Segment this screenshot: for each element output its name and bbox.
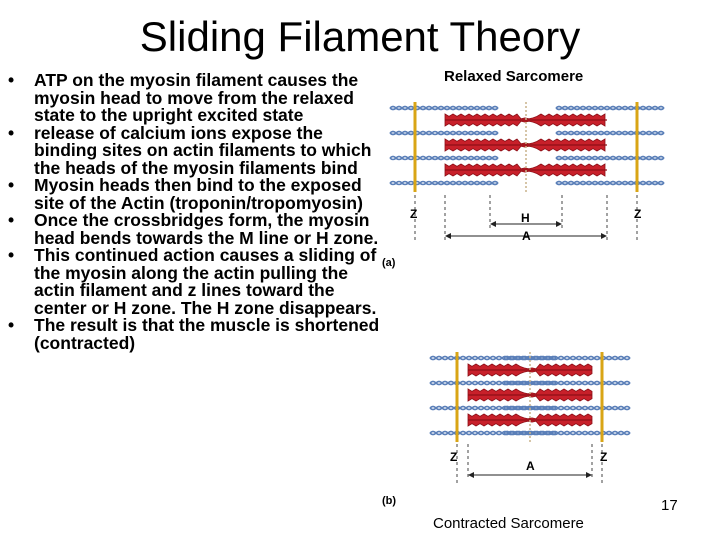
actin-strand bbox=[389, 106, 499, 111]
actin-strand bbox=[555, 181, 665, 186]
actin-strand bbox=[389, 156, 499, 161]
sarcomere-diagram: Z Z H A (a) Z Z A (b) bbox=[382, 102, 665, 507]
arrowhead bbox=[586, 472, 592, 478]
relaxed-sarcomere-panel: Z Z H A (a) bbox=[382, 102, 665, 269]
bullet-text: Once the crossbridges form, the myosin h… bbox=[34, 210, 379, 248]
bullet-text: ATP on the myosin filament causes the my… bbox=[34, 70, 359, 125]
slide-title: Sliding Filament Theory bbox=[139, 13, 581, 60]
bullet-text: The result is that the muscle is shorten… bbox=[34, 315, 380, 353]
actin-strand bbox=[503, 356, 631, 361]
a-band-label: A bbox=[526, 459, 535, 473]
actin-strand bbox=[555, 106, 665, 111]
z-label-right: Z bbox=[634, 207, 641, 221]
bullet-glyph: • bbox=[8, 315, 15, 335]
a-band-label: A bbox=[522, 229, 531, 243]
actin-strand bbox=[503, 431, 631, 436]
bullet-list: • ATP on the myosin filament causes the m… bbox=[8, 70, 380, 353]
h-zone-label: H bbox=[521, 211, 530, 225]
bullet-item: • Once the crossbridges form, the myosin … bbox=[8, 210, 380, 248]
bullet-text: This continued action causes a sliding o… bbox=[34, 245, 377, 318]
bullet-item: • The result is that the muscle is shorte… bbox=[8, 315, 380, 353]
bullet-glyph: • bbox=[8, 122, 15, 143]
panel-b-tag: (b) bbox=[382, 495, 396, 507]
actin-strand bbox=[503, 380, 631, 385]
bullet-glyph: • bbox=[8, 245, 15, 265]
bullet-item: • release of calcium ions expose the bind… bbox=[8, 122, 380, 178]
bullet-glyph: • bbox=[8, 175, 15, 195]
relaxed-sarcomere-label: Relaxed Sarcomere bbox=[444, 68, 584, 85]
bullet-text: release of calcium ions expose the bindi… bbox=[34, 122, 372, 178]
contracted-sarcomere-label: Contracted Sarcomere bbox=[433, 515, 584, 532]
bullet-item: • ATP on the myosin filament causes the m… bbox=[8, 70, 380, 125]
actin-strand bbox=[503, 405, 631, 410]
actin-strand bbox=[555, 131, 665, 136]
page-number: 17 bbox=[661, 497, 678, 514]
actin-strand bbox=[503, 355, 631, 360]
actin-filaments bbox=[389, 105, 665, 186]
z-label-left: Z bbox=[450, 450, 457, 464]
contracted-sarcomere-panel: Z Z A (b) bbox=[382, 352, 631, 507]
bullet-glyph: • bbox=[8, 70, 15, 90]
actin-strand bbox=[389, 131, 499, 136]
z-label-left: Z bbox=[410, 207, 417, 221]
actin-strand bbox=[503, 430, 631, 435]
actin-strand bbox=[555, 156, 665, 161]
actin-strand bbox=[503, 381, 631, 386]
myosin-filaments bbox=[444, 113, 607, 177]
bullet-glyph: • bbox=[8, 210, 15, 230]
bullet-item: • This continued action causes a sliding … bbox=[8, 245, 380, 318]
actin-strand bbox=[389, 181, 499, 186]
arrowhead bbox=[556, 221, 562, 227]
arrowhead bbox=[601, 233, 607, 239]
panel-a-tag: (a) bbox=[382, 257, 396, 269]
bullet-item: • Myosin heads then bind to the exposed s… bbox=[8, 175, 380, 213]
actin-filaments bbox=[429, 355, 631, 436]
actin-strand bbox=[503, 406, 631, 411]
z-label-right: Z bbox=[600, 450, 607, 464]
arrowhead bbox=[490, 221, 496, 227]
arrowhead bbox=[445, 233, 451, 239]
bullet-text: Myosin heads then bind to the exposed si… bbox=[34, 175, 363, 213]
arrowhead bbox=[468, 472, 474, 478]
